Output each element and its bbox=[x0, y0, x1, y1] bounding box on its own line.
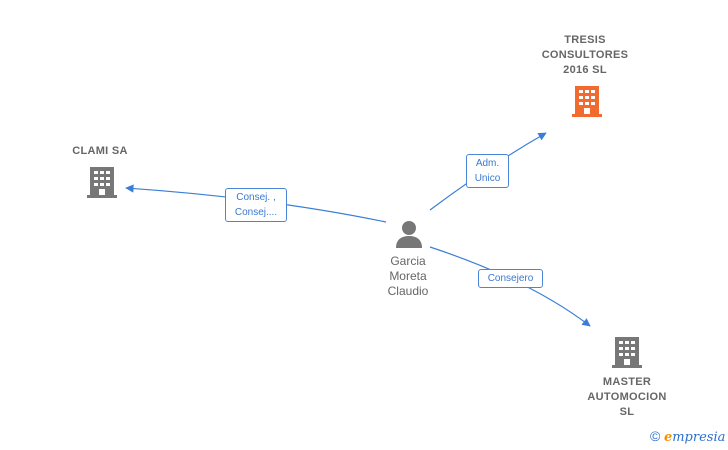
node-label-line: CONSULTORES bbox=[541, 49, 629, 61]
node-label-line: 2016 SL bbox=[563, 64, 607, 76]
building-icon-highlighted[interactable] bbox=[571, 84, 603, 118]
edge-label-line: Unico bbox=[474, 173, 501, 184]
node-label-tresis[interactable]: TRESIS CONSULTORES 2016 SL bbox=[522, 33, 648, 78]
edge-label-line: Consejero bbox=[487, 273, 534, 284]
node-label-line: CLAMI SA bbox=[72, 145, 128, 157]
node-label-line: MASTER bbox=[602, 376, 652, 388]
edge-label-to-tresis[interactable]: Adm. Unico bbox=[466, 154, 509, 188]
node-label-line: Garcia bbox=[390, 254, 426, 268]
node-label-line: Claudio bbox=[387, 284, 429, 298]
brand-initial: e bbox=[663, 430, 673, 445]
node-label-center[interactable]: Garcia Moreta Claudio bbox=[368, 254, 448, 299]
edge-label-line: Consej. , bbox=[236, 192, 276, 203]
node-label-line: SL bbox=[619, 406, 635, 418]
building-icon[interactable] bbox=[86, 165, 118, 199]
node-label-master[interactable]: MASTER AUTOMOCION SL bbox=[571, 375, 683, 420]
edge-label-line: Consej.... bbox=[234, 207, 278, 218]
edge-label-to-master[interactable]: Consejero bbox=[478, 269, 543, 288]
brand-watermark: © empresia bbox=[650, 428, 725, 445]
edge-label-to-clami[interactable]: Consej. , Consej.... bbox=[225, 188, 287, 222]
node-label-line: AUTOMOCION bbox=[587, 391, 667, 403]
building-icon[interactable] bbox=[611, 335, 643, 369]
node-label-line: Moreta bbox=[389, 269, 427, 283]
copyright-icon: © bbox=[650, 428, 661, 444]
edge-label-line: Adm. bbox=[475, 158, 500, 169]
node-label-line: TRESIS bbox=[564, 34, 606, 46]
person-icon[interactable] bbox=[394, 219, 424, 249]
brand-name: mpresia bbox=[672, 430, 726, 445]
node-label-clami[interactable]: CLAMI SA bbox=[60, 144, 140, 159]
